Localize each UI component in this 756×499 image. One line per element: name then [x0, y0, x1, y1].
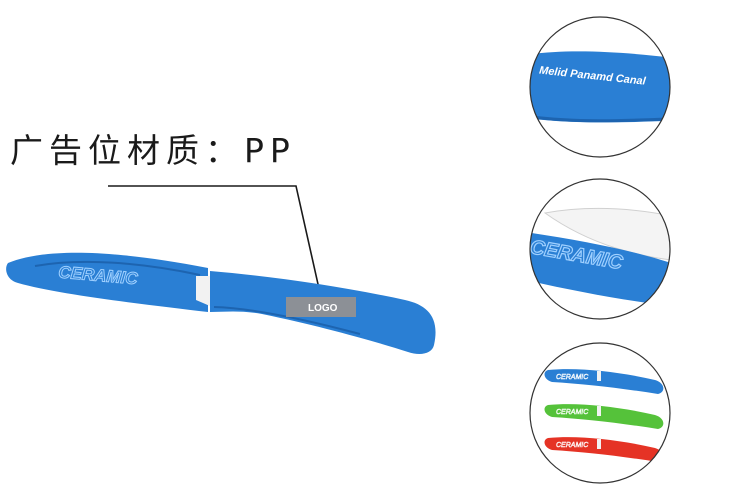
knife-blade-tip — [196, 276, 210, 306]
zoom-circle-blade: CERAMIC — [528, 178, 671, 320]
callout-line — [108, 185, 323, 303]
variant-sheath-text: CERAMIC — [556, 409, 589, 416]
variant-knife-blue: CERAMIC — [544, 369, 664, 394]
variant-sheath-text: CERAMIC — [556, 374, 589, 381]
zoom-circle-colors: CERAMIC CERAMIC CERAMIC — [529, 342, 671, 484]
variant-knife-green: CERAMIC — [544, 404, 664, 429]
main-knife: CERAMIC LOGO — [6, 252, 436, 354]
material-heading: 广告位材质：PP — [10, 131, 296, 170]
zoom-circle-print: Melid Panamd Canal — [529, 16, 671, 158]
variant-sheath-text: CERAMIC — [556, 442, 589, 449]
logo-text: LOGO — [308, 303, 338, 314]
logo-plate — [286, 297, 356, 317]
variant-knife-red: CERAMIC — [544, 437, 664, 462]
